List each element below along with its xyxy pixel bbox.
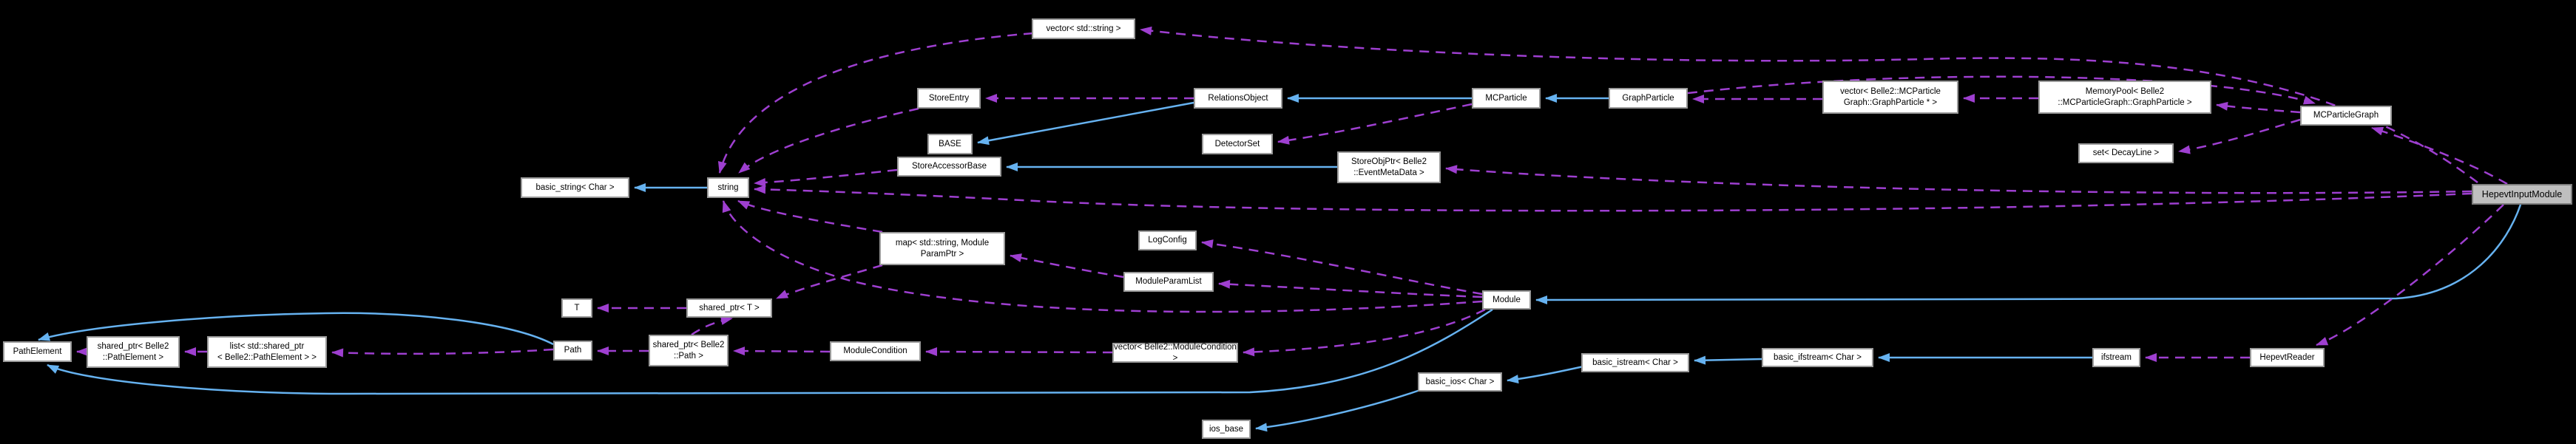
edge-inherit-basic_ifstream-basic_istream	[1694, 355, 1762, 365]
node-label: GraphParticle	[1622, 93, 1674, 103]
edge-usage-modulecondition-sharedptrpath	[733, 346, 831, 356]
node-storeaccessorbase[interactable]: StoreAccessorBase	[897, 157, 1001, 177]
node-map-moduleparamptr[interactable]: map< std::string, Module ParamPtr >	[879, 232, 1005, 265]
node-label: map< std::string, Module ParamPtr >	[895, 238, 990, 259]
node-label: vector< std::string >	[1046, 24, 1121, 33]
edge-inherit-hepevtinputmodule-module	[1535, 204, 2522, 304]
node-label: basic_ifstream< Char >	[1774, 352, 1862, 362]
edge-inherit-basic_istream-basic_ios	[1507, 365, 1584, 384]
edge-inherit-path-pathelement	[38, 312, 554, 346]
node-shared-ptr-path[interactable]: shared_ptr< Belle2 ::Path >	[649, 335, 728, 366]
node-label: ifstream	[2101, 352, 2132, 362]
node-logconfig[interactable]: LogConfig	[1138, 230, 1197, 250]
node-hepevtinputmodule[interactable]: HepevtInputModule	[2472, 184, 2572, 205]
node-label: basic_ios< Char >	[1425, 377, 1495, 386]
node-vector-graphparticle[interactable]: vector< Belle2::MCParticle Graph::GraphP…	[1822, 81, 1958, 114]
edge-usage-hepevtinputmodule-string	[754, 185, 2472, 212]
node-label: vector< Belle2::ModuleCondition >	[1114, 342, 1237, 363]
node-memorypool[interactable]: MemoryPool< Belle2 ::MCParticleGraph::Gr…	[2038, 81, 2211, 114]
node-mcparticle[interactable]: MCParticle	[1472, 88, 1541, 109]
node-label: basic_string< Char >	[535, 182, 615, 192]
node-vector-std-string[interactable]: vector< std::string >	[1032, 18, 1135, 39]
node-shared-ptr-pathelement[interactable]: shared_ptr< Belle2 ::PathElement >	[87, 336, 180, 368]
node-list-shared-ptr-pathelement[interactable]: list< std::shared_ptr < Belle2::PathElem…	[207, 336, 327, 368]
node-vector-modulecondition[interactable]: vector< Belle2::ModuleCondition >	[1112, 343, 1238, 363]
node-shared-ptr-t[interactable]: shared_ptr< T >	[686, 298, 772, 318]
edge-usage-hepevtinputmodule-hepevtreader	[2316, 204, 2504, 346]
node-mcparticlegraph[interactable]: MCParticleGraph	[2300, 106, 2392, 126]
node-basic-ifstream[interactable]: basic_ifstream< Char >	[1762, 348, 1873, 367]
node-set-decayline[interactable]: set< DecayLine >	[2078, 143, 2174, 163]
node-label: PathElement	[13, 346, 62, 356]
node-storeobjptr-eventmetadata[interactable]: StoreObjPtr< Belle2 ::EventMetaData >	[1337, 151, 1441, 183]
node-path[interactable]: Path	[553, 341, 592, 361]
node-label: MCParticle	[1485, 93, 1527, 103]
node-relationsobject[interactable]: RelationsObject	[1194, 88, 1282, 109]
node-label: StoreAccessorBase	[912, 162, 987, 171]
node-label: shared_ptr< Belle2 ::Path >	[652, 340, 725, 361]
edge-usage-map-sharedptrt	[776, 264, 883, 300]
node-label: DetectorSet	[1214, 139, 1260, 148]
node-label: ios_base	[1208, 424, 1244, 434]
node-label: HepevtReader	[2259, 352, 2315, 362]
node-basic-string[interactable]: basic_string< Char >	[521, 177, 629, 198]
node-ifstream[interactable]: ifstream	[2092, 348, 2140, 367]
edge-usage-mcparticle-detectorset	[1277, 103, 1473, 145]
node-label: shared_ptr< T >	[699, 303, 760, 312]
edge-usage-storeaccessorbase-string	[754, 168, 898, 187]
edge-usage-module-logconfig	[1201, 239, 1483, 296]
node-label: BASE	[939, 139, 961, 148]
node-moduleparamlist[interactable]: ModuleParamList	[1123, 272, 1214, 292]
node-detectorset[interactable]: DetectorSet	[1202, 134, 1273, 154]
node-modulecondition[interactable]: ModuleCondition	[830, 341, 921, 361]
node-label: T	[574, 303, 580, 312]
node-label: RelationsObject	[1208, 93, 1268, 103]
node-basic-ios[interactable]: basic_ios< Char >	[1418, 372, 1502, 392]
node-label: vector< Belle2::MCParticle Graph::GraphP…	[1840, 86, 1941, 107]
node-ios-base[interactable]: ios_base	[1202, 420, 1251, 439]
node-label: HepevtInputModule	[2481, 188, 2563, 199]
node-label: ModuleCondition	[843, 346, 907, 355]
node-label: Path	[564, 346, 582, 355]
node-label: StoreEntry	[928, 93, 970, 103]
node-label: StoreObjPtr< Belle2 ::EventMetaData >	[1351, 157, 1427, 177]
edge-usage-sharedptrpath-sharedptrt	[691, 316, 733, 336]
edge-usage-module-vecmodulecondition	[1243, 308, 1486, 357]
edge-usage-hepevtinputmodule-mcparticlegraph	[2371, 126, 2508, 185]
node-label: MCParticleGraph	[2313, 111, 2379, 120]
edge-usage-storeentry-string	[738, 107, 919, 174]
node-label: MemoryPool< Belle2 ::MCParticleGraph::Gr…	[2058, 86, 2192, 107]
edge-usage-mcparticlegraph-setdecayline	[2178, 118, 2301, 154]
edge-usage-module-moduleparamlist	[1218, 279, 1483, 298]
node-base[interactable]: BASE	[927, 134, 973, 154]
node-graphparticle[interactable]: GraphParticle	[1609, 88, 1688, 109]
node-label: shared_ptr< Belle2 ::PathElement >	[97, 341, 169, 362]
node-label: list< std::shared_ptr < Belle2::PathElem…	[217, 341, 317, 362]
edge-usage-mcparticlegraph-memorypool	[2216, 101, 2301, 114]
edge-usage-module-string	[722, 200, 1483, 313]
edge-inherit-relationsobject-base	[977, 101, 1194, 146]
node-hepevtreader[interactable]: HepevtReader	[2250, 348, 2325, 367]
node-label: basic_istream< Char >	[1592, 358, 1678, 367]
node-t[interactable]: T	[561, 298, 592, 318]
edge-usage-vecstring-string	[717, 32, 1034, 174]
node-string[interactable]: string	[707, 177, 749, 198]
node-storeentry[interactable]: StoreEntry	[917, 88, 981, 109]
node-basic-istream[interactable]: basic_istream< Char >	[1581, 353, 1689, 372]
node-label: set< DecayLine >	[2092, 148, 2160, 157]
edge-usage-path-listsharedptr	[331, 348, 554, 358]
edge-inherit-basic_ios-ios_base	[1255, 389, 1421, 432]
edge-usage-hepevtinputmodule-storeobjptr	[1445, 165, 2472, 194]
edge-usage-moduleparamlist-map	[1010, 253, 1124, 279]
node-label: Module	[1492, 295, 1521, 304]
node-module[interactable]: Module	[1482, 290, 1531, 310]
node-pathelement[interactable]: PathElement	[3, 341, 72, 362]
node-label: ModuleParamList	[1135, 277, 1202, 286]
node-label: LogConfig	[1148, 236, 1187, 245]
edge-usage-map-string	[737, 199, 883, 233]
node-label: string	[717, 182, 739, 192]
edge-inherit-module-pathelement	[47, 308, 1493, 395]
edge-usage-graphparticle-mcparticlegraph	[1687, 75, 2316, 105]
